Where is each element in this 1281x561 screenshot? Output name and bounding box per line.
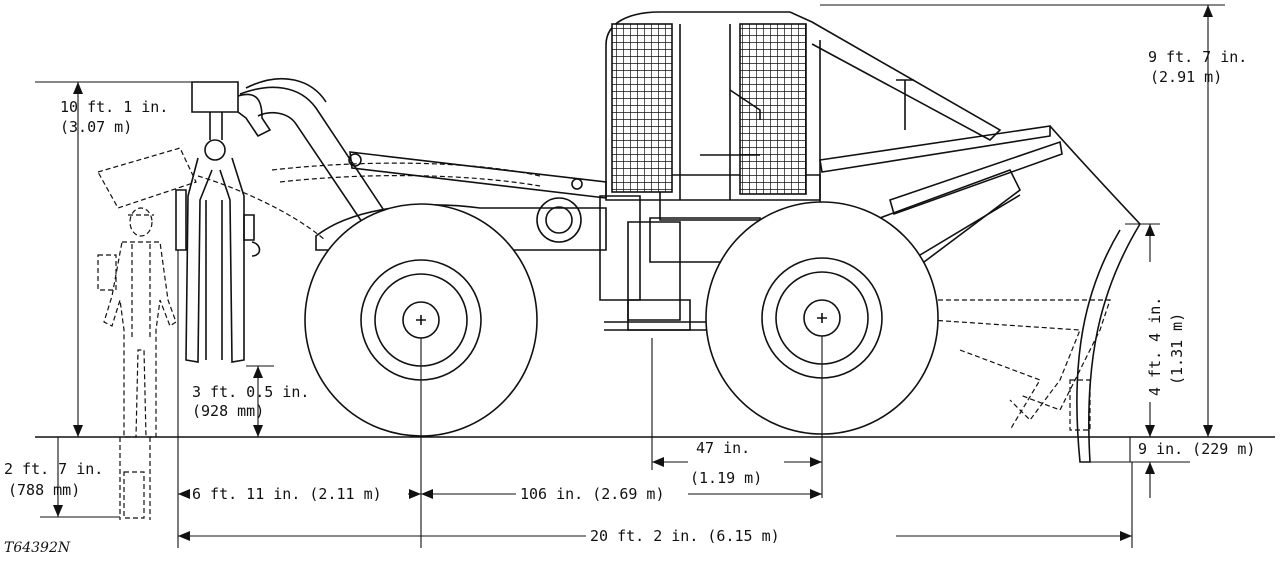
arch-height-metric: (3.07 m) — [60, 118, 132, 136]
blade-height-metric: (1.31 m) — [1168, 313, 1186, 385]
blade-drop-dimension: 9 in. (229 m) — [1080, 437, 1255, 498]
overhang-wheelbase-dimension: 6 ft. 11 in. (2.11 m) 106 in. (2.69 m) — [177, 250, 822, 548]
rear-cab-screen — [611, 23, 673, 193]
below-ground-dimension: 2 ft. 7 in. (788 mm) — [4, 437, 120, 518]
operator-silhouette — [97, 207, 177, 520]
blade-height-dimension: 4 ft. 4 in. (1.31 m) — [1125, 223, 1186, 437]
rear-tire — [304, 203, 538, 437]
axle-offset-metric: (1.19 m) — [690, 469, 762, 487]
blade-drop-label: 9 in. (229 m) — [1138, 440, 1255, 458]
grapple — [97, 81, 326, 363]
blade-height-label: 4 ft. 4 in. — [1146, 297, 1164, 396]
cab — [605, 11, 1002, 201]
grapple-clearance-label: 3 ft. 0.5 in. — [192, 383, 309, 401]
overall-length-label: 20 ft. 2 in. (6.15 m) — [590, 527, 780, 545]
front-overhang-label: 6 ft. 11 in. (2.11 m) — [192, 485, 382, 503]
front-cab-screen — [739, 23, 807, 195]
axle-offset-dimension: 47 in. (1.19 m) — [651, 338, 822, 487]
figure-id: T64392N — [4, 540, 71, 556]
arch-height-label: 10 ft. 1 in. — [60, 98, 168, 116]
wheelbase-label: 106 in. (2.69 m) — [520, 485, 665, 503]
cab-height-metric: (2.91 m) — [1150, 68, 1222, 86]
arch-height-dimension: 10 ft. 1 in. (3.07 m) — [35, 81, 205, 437]
axle-offset-label: 47 in. — [696, 439, 750, 457]
below-ground-label: 2 ft. 7 in. — [4, 460, 103, 478]
cab-height-dimension: 9 ft. 7 in. (2.91 m) — [820, 4, 1247, 437]
grapple-clearance-metric: (928 mm) — [192, 402, 264, 420]
below-ground-metric: (788 mm) — [8, 481, 80, 499]
cab-height-label: 9 ft. 7 in. — [1148, 48, 1247, 66]
arch — [239, 78, 607, 223]
grapple-clearance-dimension: 3 ft. 0.5 in. (928 mm) — [192, 365, 309, 437]
overall-length-dimension: 20 ft. 2 in. (6.15 m) — [178, 462, 1133, 548]
